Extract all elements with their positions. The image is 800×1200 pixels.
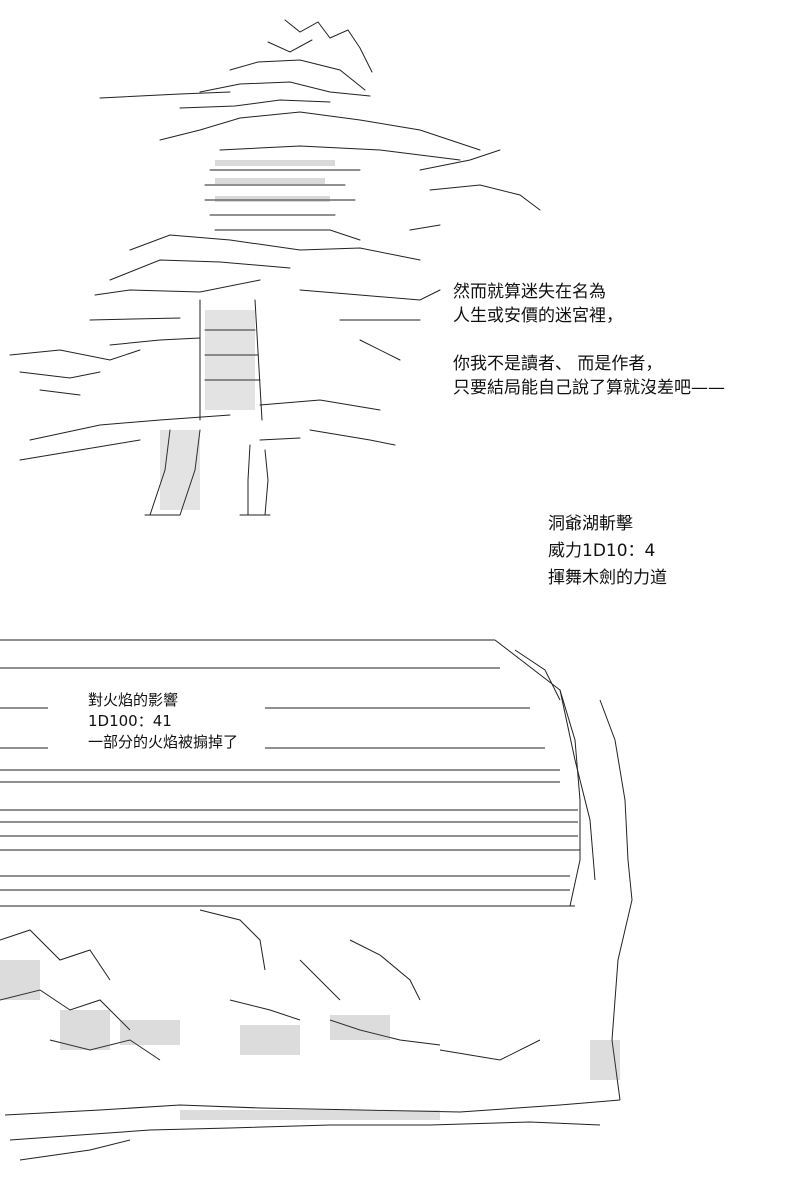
narration-line: 人生或安價的迷宮裡， — [453, 306, 623, 326]
narration-line: 只要結局能自己說了算就沒差吧—— — [453, 378, 725, 398]
skill-info: 洞爺湖斬擊威力1D10：4 揮舞木劍的力道 — [548, 511, 667, 592]
narration-line — [453, 328, 725, 352]
effect-box: 對火焰的影響 1D100：41 一部分的火焰被搧掉了 — [88, 690, 238, 753]
narration-text: 然而就算迷失在名為人生或安價的迷宮裡， 你我不是讀者、 而是作者， 只要結局能自己… — [453, 280, 725, 400]
skill-description: 揮舞木劍的力道 — [548, 568, 667, 588]
narration-line: 你我不是讀者、 而是作者， — [453, 354, 663, 374]
effect-roll: 1D100：41 — [88, 712, 172, 730]
narration-line: 然而就算迷失在名為 — [453, 282, 606, 302]
skill-power: 威力1D10：4 — [548, 541, 656, 561]
effect-title: 對火焰的影響 — [88, 691, 179, 709]
skill-name: 洞爺湖斬擊 — [548, 514, 633, 534]
effect-result: 一部分的火焰被搧掉了 — [88, 733, 239, 751]
